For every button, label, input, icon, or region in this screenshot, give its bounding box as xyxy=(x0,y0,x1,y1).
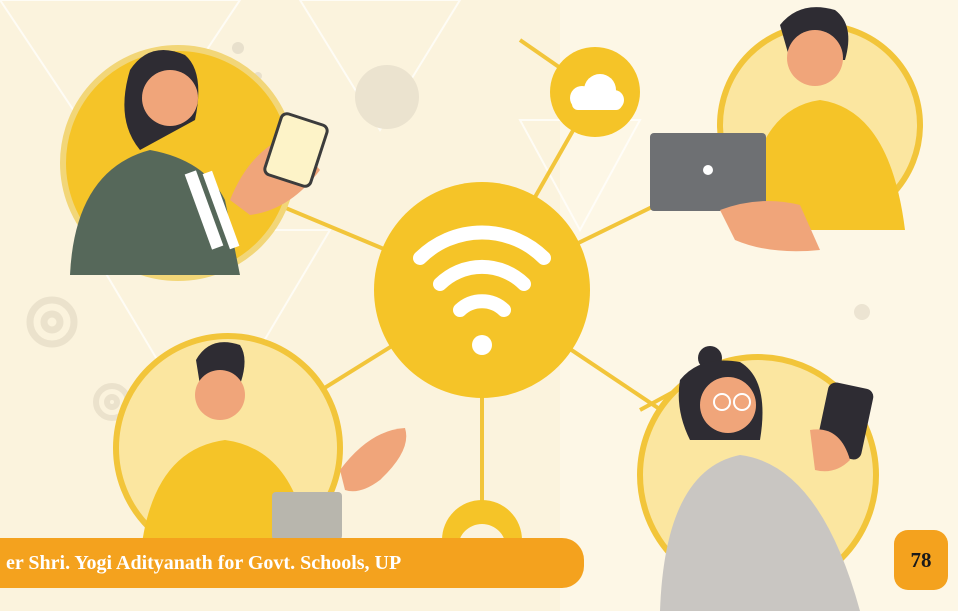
avatar-woman-phone xyxy=(60,45,329,281)
wifi-hub xyxy=(374,182,590,398)
page-number: 78 xyxy=(910,547,932,572)
decor-dot xyxy=(355,65,419,129)
gear-icon xyxy=(26,296,78,348)
avatar-woman-glasses xyxy=(637,346,879,611)
avatar-man-tablet xyxy=(113,333,407,563)
cloud-icon xyxy=(570,74,624,110)
page-number-badge: 78 xyxy=(894,530,948,590)
footer-banner-text: er Shri. Yogi Adityanath for Govt. Schoo… xyxy=(6,551,402,574)
wifi-icon xyxy=(413,225,551,317)
avatar-man-laptop xyxy=(650,7,923,252)
footer-banner: er Shri. Yogi Adityanath for Govt. Schoo… xyxy=(0,538,584,588)
